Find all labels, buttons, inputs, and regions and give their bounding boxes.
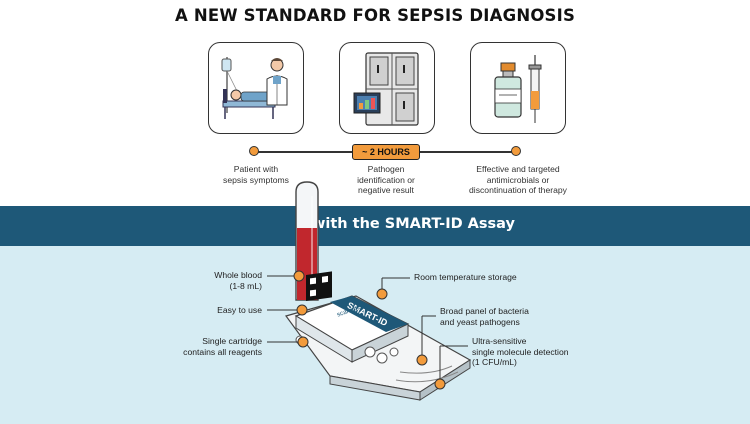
callout-room-temperature: Room temperature storage [414,272,517,282]
callout-easy-to-use: Easy to use [217,305,262,315]
step-card-instrument [339,42,435,134]
page-title: A NEW STANDARD FOR SEPSIS DIAGNOSIS [174,6,576,25]
vial-syringe-icon [494,55,542,123]
cartridge-icon [285,271,472,401]
callout-whole-blood: Whole blood(1-8 mL) [214,270,262,291]
timeline-dot [511,146,521,156]
time-badge: ~ 2 HOURS [352,144,420,160]
step-card-treatment [470,42,566,134]
timeline-dot [249,146,259,156]
diagnostic-instrument-icon [353,52,419,126]
step-card-patient [208,42,304,134]
assay-banner [0,206,750,246]
assay-banner-title: with the SMART-ID Assay [312,216,515,232]
patient-bed-doctor-icon [221,57,288,119]
